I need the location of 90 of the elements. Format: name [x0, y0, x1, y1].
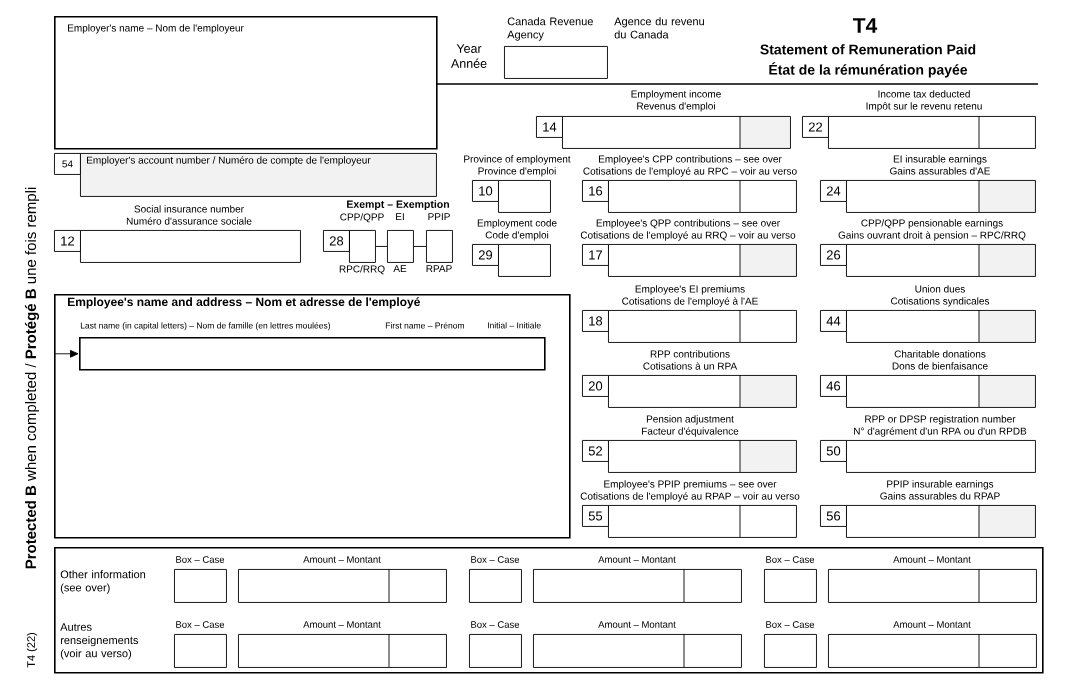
- box-number: 24: [820, 180, 847, 202]
- connector-line: [375, 246, 388, 247]
- field-label: Amount – Montant: [598, 556, 676, 563]
- field-label: RPP or DPSP registration number: [865, 415, 1016, 425]
- group-heading: Exempt – Exemption: [347, 200, 449, 210]
- connector-line: [413, 246, 427, 247]
- box-number: 52: [582, 440, 609, 462]
- field-label: Employment income: [631, 90, 721, 100]
- field-label: Employee's CPP contributions – see over: [599, 155, 782, 165]
- field-label: Initial – Initiale: [488, 322, 541, 329]
- field-label: Gains assurables d'AE: [890, 167, 990, 175]
- field-label: Box – Case: [176, 621, 225, 628]
- box-number: 22: [802, 116, 829, 138]
- field-label: Employee's EI premiums: [635, 285, 745, 295]
- field-label: PPIP insurable earnings: [887, 480, 994, 490]
- box-number: 56: [820, 505, 847, 527]
- field-label: Province of employment: [464, 155, 571, 165]
- field-label: AE: [393, 265, 407, 273]
- box-number: 50: [820, 440, 847, 462]
- field-label: N° d'agrément d'un RPA ou d'un RPDB: [854, 427, 1027, 437]
- field-label: Gains assurables du RPAP: [880, 492, 1000, 500]
- row-label: Other information (see over): [60, 570, 146, 594]
- field-label: Cotisations de l'employé au RRQ – voir au verso: [580, 231, 796, 241]
- connector-line: [53, 349, 79, 358]
- field-label: Union dues: [915, 285, 965, 293]
- field-label: Gains ouvrant droit à pension – RPC/RRQ: [838, 231, 1026, 241]
- box-number: 54: [54, 153, 81, 175]
- box-number: 46: [820, 375, 847, 397]
- box-number: 28: [323, 230, 350, 252]
- field-label: Cotisations à un RPA: [643, 362, 738, 370]
- field-label: Income tax deducted: [878, 90, 970, 98]
- field-label: Amount – Montant: [893, 621, 971, 628]
- field-label: Box – Case: [471, 556, 520, 563]
- field-label: Employee's PPIP premiums – see over: [604, 480, 777, 490]
- field-label: Pension adjustment: [646, 415, 734, 425]
- form-number: T4: [853, 18, 878, 33]
- field-label: Cotisations de l'employé au RPC – voir au verso: [583, 167, 797, 177]
- field-label: PPIP: [428, 213, 450, 221]
- box-number: 55: [582, 505, 609, 527]
- field-label: Numéro d'assurance sociale: [126, 217, 252, 225]
- form-title: État de la rémunération payée: [769, 62, 968, 78]
- field-label: EI insurable earnings: [893, 155, 987, 165]
- field-label: CPP/QPP: [340, 213, 384, 223]
- field-label: Employment code: [477, 219, 557, 229]
- box-number: 14: [536, 116, 563, 138]
- field-label: Amount – Montant: [893, 556, 971, 563]
- box-number: 16: [582, 180, 609, 202]
- field-label: Box – Case: [766, 556, 815, 563]
- field-label: Amount – Montant: [598, 621, 676, 628]
- field-label: CPP/QPP pensionable earnings: [861, 219, 1003, 229]
- field-label: Charitable donations: [894, 350, 986, 358]
- field-label: Revenus d'emploi: [637, 102, 715, 112]
- field-label: Amount – Montant: [303, 621, 381, 628]
- field-label: RPC/RRQ: [339, 265, 385, 275]
- field-label: Cotisations syndicales: [891, 297, 990, 307]
- field-label: RPAP: [426, 265, 452, 273]
- field-label: Employee's QPP contributions – see over: [596, 219, 780, 229]
- field-label: Impôt sur le revenu retenu: [866, 102, 982, 112]
- field-label: Box – Case: [471, 621, 520, 628]
- box-number: 17: [582, 244, 609, 266]
- form-version: T4 (22): [26, 632, 38, 668]
- field-label: Cotisations de l'employé au RPAP – voir au verso: [580, 492, 800, 502]
- box-number: 10: [472, 180, 499, 202]
- box-number: 12: [54, 230, 81, 252]
- field-label: Year Année: [450, 44, 487, 68]
- box-number: 18: [582, 310, 609, 332]
- field-label: EI: [396, 213, 404, 221]
- field-label: Social insurance number: [134, 205, 244, 213]
- field-label: Province d'emploi: [478, 167, 556, 177]
- box-number: 44: [820, 310, 847, 332]
- field-label: Cotisations de l'employé à l'AE: [622, 297, 758, 307]
- form-title: Statement of Remuneration Paid: [760, 44, 976, 55]
- section-heading: Employee's name and address – Nom et adresse de l'employé: [68, 297, 420, 309]
- field-label: Code d'emploi: [485, 231, 549, 241]
- row-label: Autres renseignements (voir au verso): [60, 623, 139, 660]
- agency-name: Agence du revenu du Canada: [614, 17, 704, 39]
- side-note: Protected B when completed / Protégé B une fois rempli: [24, 187, 40, 569]
- field-label: Employer's name – Nom de l'employeur: [68, 24, 244, 34]
- field-label: RPP contributions: [650, 350, 730, 358]
- field-label: Last name (in capital letters) – Nom de famille (en lettres moulées): [80, 322, 330, 331]
- box-number: 26: [820, 244, 847, 266]
- box-number: 20: [582, 375, 609, 397]
- field-label: First name – Prénom: [385, 322, 464, 329]
- field-label: Box – Case: [766, 621, 815, 628]
- field-box: Employer's account number / Numéro de compte de l'employeur: [80, 153, 437, 197]
- field-label: Facteur d'équivalence: [642, 427, 739, 437]
- field-label: Dons de bienfaisance: [892, 362, 988, 370]
- field-label: Amount – Montant: [303, 556, 381, 563]
- box-number: 29: [472, 244, 499, 266]
- field-label: Box – Case: [176, 556, 225, 563]
